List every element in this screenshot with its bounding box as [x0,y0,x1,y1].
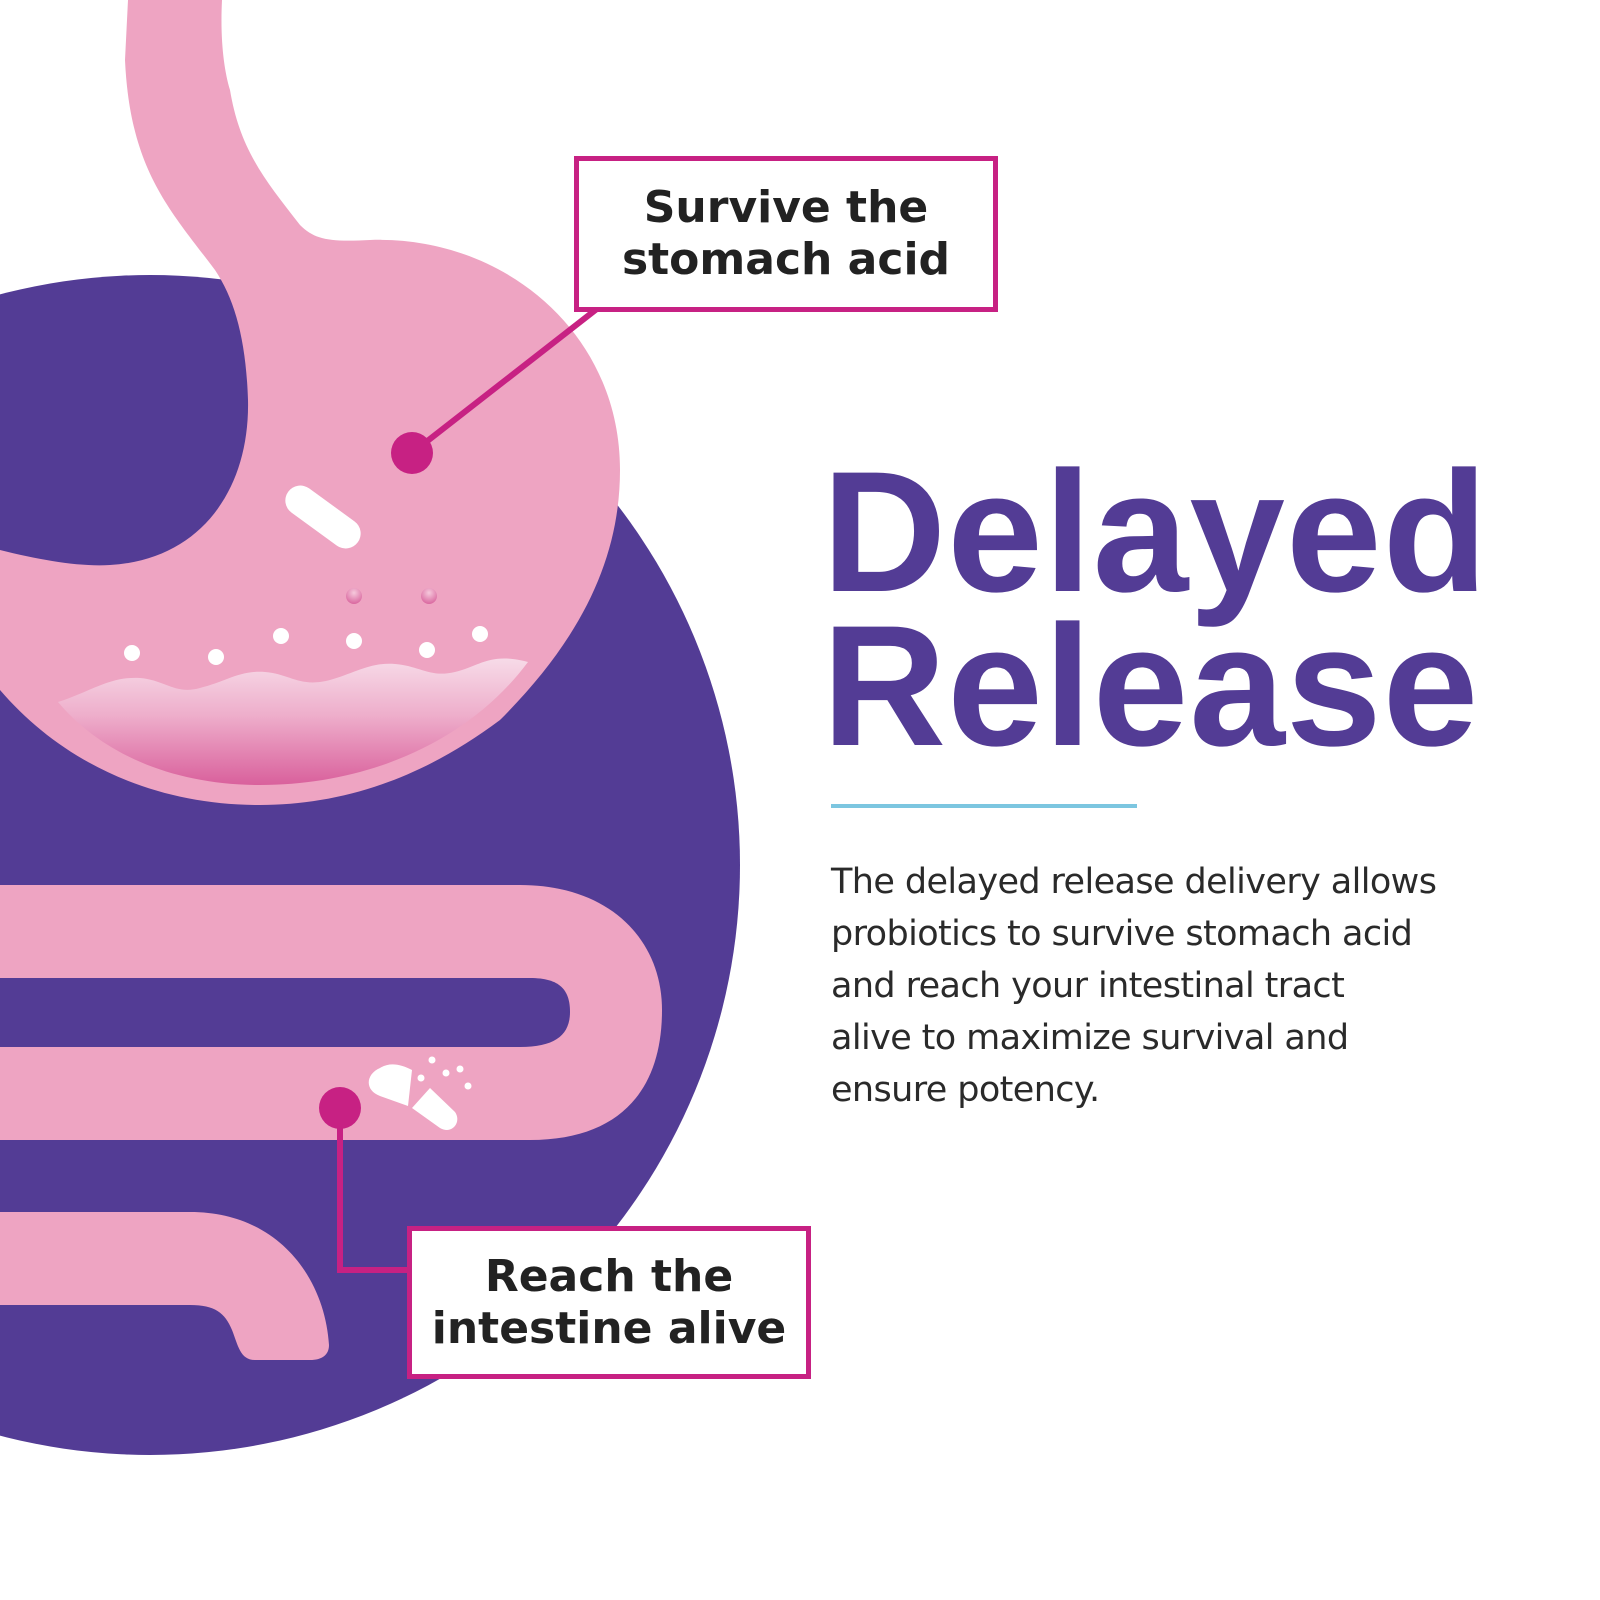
stomach-acid [58,658,528,785]
intestine-callout-line2: intestine alive [431,1302,787,1354]
acid-bubble [421,588,437,604]
intestine-gap [0,978,570,1047]
probiotic-dot [208,649,224,665]
probiotic-dot [346,633,362,649]
stomach-callout-line [410,305,600,456]
stomach [0,0,620,805]
intestine-callout-line1: Reach the [484,1250,734,1302]
intestine-callout: Reach the intestine alive [407,1226,811,1379]
description-line: The delayed release delivery allows [831,862,1437,902]
divider [831,804,1137,808]
probiotic-dot [472,626,488,642]
stomach-callout-line2: stomach acid [621,234,951,285]
stomach-callout-line1: Survive the [643,182,929,233]
title-line1: Delayed [822,436,1489,628]
probiotic-dot [419,642,435,658]
probiotic-dot [273,628,289,644]
description: The delayed release delivery allows prob… [831,856,1531,1116]
description-line: probiotics to survive stomach acid [831,914,1413,954]
stomach-callout-dot [391,432,433,474]
acid-bubble [346,588,362,604]
intestine-lower [0,1212,329,1360]
pill-icon [285,485,361,549]
page-title: Delayed Release [822,436,1489,782]
title-line2: Release [822,590,1480,782]
intestine-callout-dot [319,1087,361,1129]
stomach-callout: Survive the stomach acid [574,156,998,312]
intestine-callout-line [337,1108,410,1273]
probiotic-dot [124,645,140,661]
description-line: alive to maximize survival and [831,1018,1349,1058]
description-line: ensure potency. [831,1070,1100,1110]
open-capsule-icon [368,1056,472,1130]
description-line: and reach your intestinal tract [831,966,1345,1006]
